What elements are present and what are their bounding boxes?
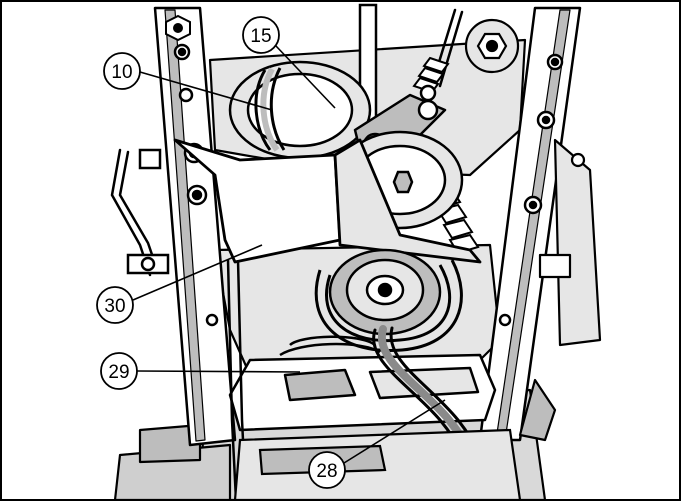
callout-circle	[100, 352, 138, 390]
callout-label-29: 29	[108, 362, 129, 383]
right-side-bracket	[518, 138, 602, 442]
lower-belt	[314, 259, 463, 353]
leader-29	[136, 370, 301, 373]
callout-label-15: 15	[250, 26, 271, 47]
right-frame-rail	[478, 6, 582, 442]
leader-28	[343, 399, 446, 464]
upper-pulley	[228, 60, 372, 160]
top-right-nut	[464, 18, 520, 74]
callout-15: 15	[242, 16, 280, 54]
callout-circle	[96, 286, 134, 324]
belt-guard-plate	[173, 138, 482, 264]
callout-circle	[103, 52, 141, 90]
left-lever-rod	[110, 148, 170, 277]
callout-29: 29	[100, 352, 138, 390]
leader-10	[139, 71, 273, 111]
callout-label-28: 28	[316, 461, 337, 482]
callout-label-10: 10	[111, 62, 132, 83]
leader-30	[132, 244, 263, 301]
callout-30: 30	[96, 286, 134, 324]
leader-15	[275, 45, 336, 109]
callout-28: 28	[308, 451, 346, 489]
top-left-bolt	[165, 14, 191, 42]
callout-circle	[308, 451, 346, 489]
transmission-housing	[228, 335, 497, 432]
callout-label-30: 30	[104, 296, 125, 317]
leader-lines	[132, 45, 446, 464]
lower-pulley	[328, 248, 442, 336]
left-frame-rail	[153, 6, 237, 447]
bottom-deck	[233, 428, 522, 501]
callout-circle	[242, 16, 280, 54]
callout-10: 10	[103, 52, 141, 90]
upper-belt	[254, 67, 286, 152]
